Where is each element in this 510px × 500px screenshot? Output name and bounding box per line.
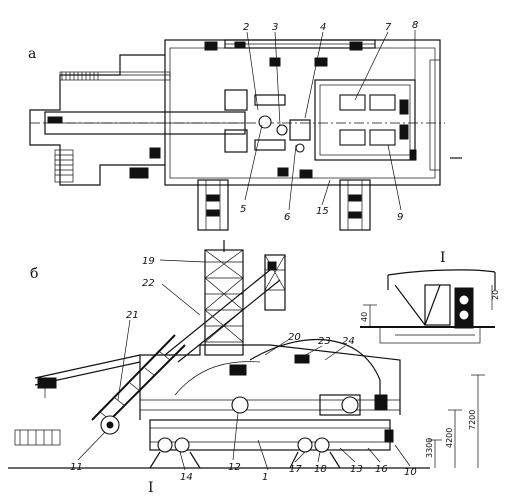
view-label-a: а	[28, 46, 36, 62]
callout-17: 17	[289, 464, 302, 475]
detail-view-I	[360, 269, 496, 344]
view-label-detail: I	[440, 250, 446, 266]
callout-3: 3	[272, 22, 278, 33]
callout-15: 15	[316, 206, 329, 217]
callout-18: 18	[314, 464, 327, 475]
callout-13: 13	[350, 464, 363, 475]
view-label-b: б	[30, 266, 38, 282]
callout-1: 1	[262, 472, 268, 483]
callout-16: 16	[375, 464, 388, 475]
dim-7200: 7200	[468, 410, 477, 430]
callout-14: 14	[180, 472, 193, 483]
callout-6: 6	[284, 212, 290, 223]
callout-22: 22	[142, 278, 155, 289]
callout-5: 5	[240, 204, 246, 215]
callout-2: 2	[243, 22, 249, 33]
callout-7: 7	[385, 22, 392, 33]
plan-view	[29, 30, 462, 231]
callout-19: 19	[142, 256, 155, 267]
dim-3300: 3300	[425, 438, 434, 458]
callout-8: 8	[412, 20, 418, 31]
callout-21: 21	[126, 310, 139, 321]
callout-12: 12	[228, 462, 241, 473]
callout-I: I	[148, 480, 154, 496]
dim-40: 40	[360, 312, 369, 322]
callout-24: 24	[342, 336, 355, 347]
elevation-view	[8, 240, 485, 471]
callout-9: 9	[397, 212, 403, 223]
callout-4: 4	[320, 22, 326, 33]
callout-10: 10	[404, 467, 417, 478]
callout-23: 23	[318, 336, 331, 347]
callout-20: 20	[288, 332, 301, 343]
callout-11: 11	[70, 462, 83, 473]
dim-20: 20	[491, 290, 500, 300]
dim-4200: 4200	[445, 428, 454, 448]
